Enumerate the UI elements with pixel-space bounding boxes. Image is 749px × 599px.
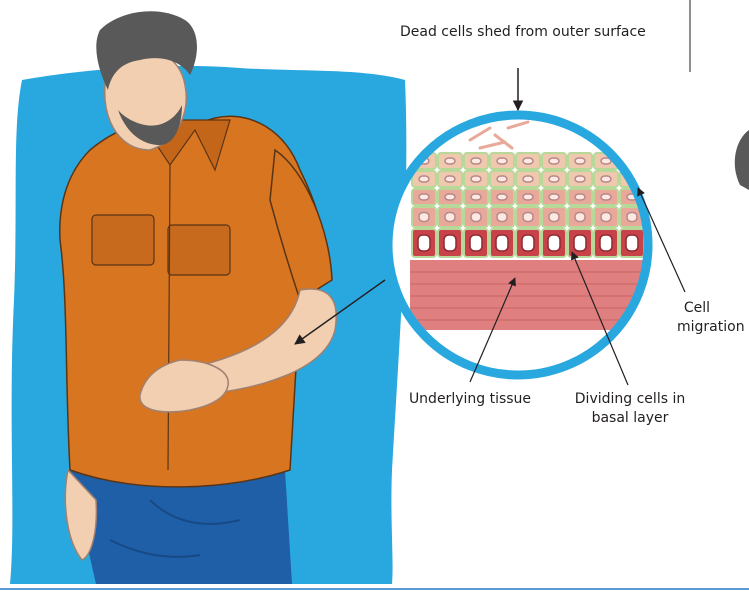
cell-nucleus — [523, 194, 533, 200]
partial-circle-edge — [735, 130, 749, 190]
label-dead-cells: Dead cells shed from outer surface — [400, 23, 646, 41]
label-dividing-cells-line1: Dividing cells in — [560, 390, 700, 408]
cell-nucleus — [575, 176, 585, 182]
cell-nucleus — [470, 235, 482, 251]
cell-nucleus — [419, 194, 429, 200]
cell-nucleus — [549, 213, 559, 222]
cell-nucleus — [575, 213, 585, 222]
cell-nucleus — [601, 213, 611, 222]
cell-nucleus — [523, 158, 533, 164]
cell-nucleus — [549, 194, 559, 200]
cell-nucleus — [497, 158, 507, 164]
cell-nucleus — [471, 176, 481, 182]
label-dividing-cells-line2: basal layer — [560, 409, 700, 427]
cell-nucleus — [496, 235, 508, 251]
cell-nucleus — [548, 235, 560, 251]
cell-nucleus — [574, 235, 586, 251]
cell-nucleus — [522, 235, 534, 251]
cell-nucleus — [471, 158, 481, 164]
cell-nucleus — [600, 235, 612, 251]
cell-nucleus — [497, 176, 507, 182]
cell-nucleus — [418, 235, 430, 251]
magnified-skin-view — [388, 115, 650, 375]
cell-nucleus — [445, 158, 455, 164]
cell-layers — [412, 153, 644, 257]
cell-nucleus — [601, 176, 611, 182]
cell-nucleus — [471, 213, 481, 222]
cell-nucleus — [419, 213, 429, 222]
cell-nucleus — [523, 176, 533, 182]
cell-nucleus — [549, 176, 559, 182]
cell-nucleus — [497, 213, 507, 222]
cell-nucleus — [497, 194, 507, 200]
cell-nucleus — [627, 158, 637, 164]
cell-nucleus — [445, 213, 455, 222]
cell-nucleus — [523, 213, 533, 222]
cell-nucleus — [549, 158, 559, 164]
label-underlying-tissue: Underlying tissue — [395, 390, 545, 408]
cell-nucleus — [445, 176, 455, 182]
cell-nucleus — [601, 194, 611, 200]
cell-nucleus — [419, 176, 429, 182]
cell-nucleus — [626, 235, 638, 251]
cell-nucleus — [575, 158, 585, 164]
label-cell-migration-line2: migration — [677, 318, 745, 336]
cell-nucleus — [471, 194, 481, 200]
cell-nucleus — [627, 213, 637, 222]
label-cell-migration-line1: Cell — [650, 299, 710, 317]
cell-nucleus — [444, 235, 456, 251]
cell-nucleus — [575, 194, 585, 200]
cell-nucleus — [445, 194, 455, 200]
